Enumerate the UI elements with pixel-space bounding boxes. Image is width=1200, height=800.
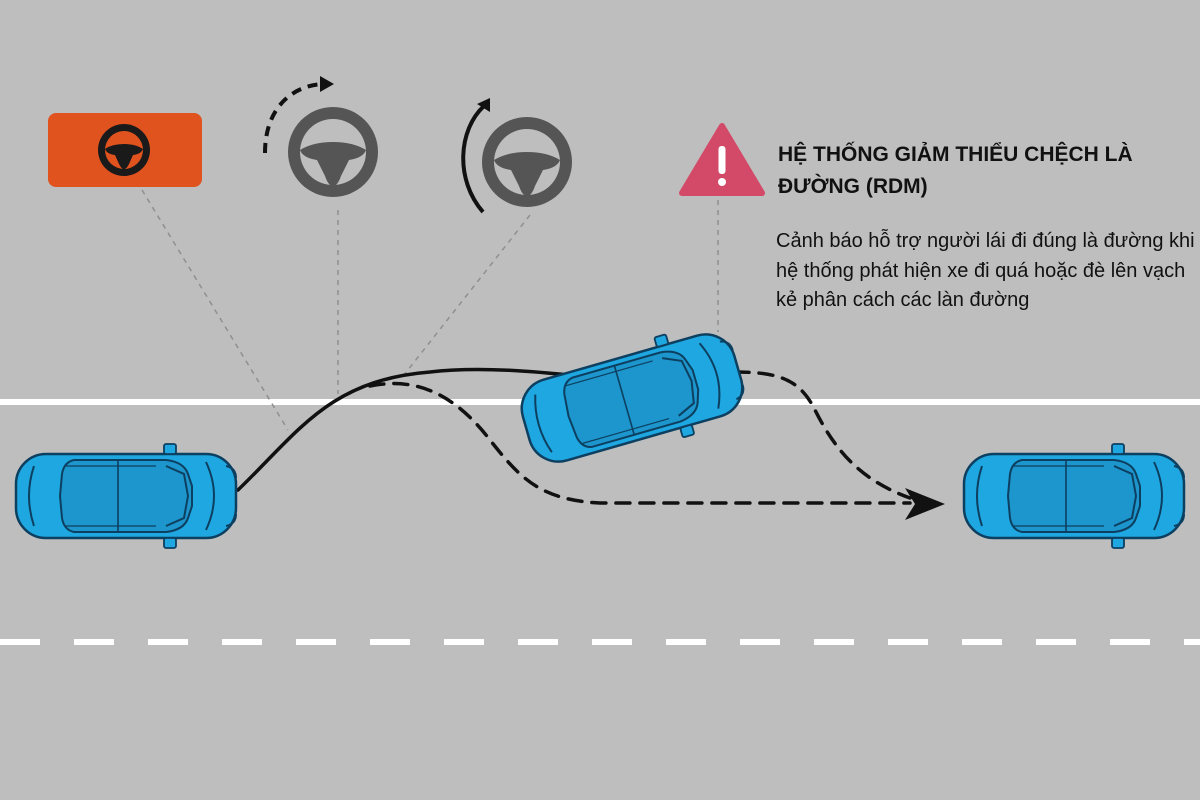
steering-wheel-correction-right-icon — [263, 76, 378, 197]
vehicle-paths — [236, 367, 912, 505]
car-icon-drifting — [510, 316, 754, 480]
steering-wheel-correction-left-icon — [461, 98, 572, 214]
steering-wheel-warning-icon — [48, 113, 202, 187]
warning-triangle-icon — [679, 123, 765, 196]
leader-lines — [141, 189, 719, 431]
return-path — [733, 370, 912, 500]
car-icon-end — [962, 442, 1186, 550]
arrow-head-icon — [905, 488, 945, 520]
corrected-path — [368, 381, 912, 505]
drift-path — [236, 367, 582, 492]
rdm-description: Cảnh báo hỗ trợ người lái đi đúng là đườ… — [776, 230, 1195, 311]
rdm-title: HỆ THỐNG GIẢM THIỂU CHỆCH LÀ ĐƯỜNG (RDM) — [778, 143, 1133, 198]
car-icon-start — [14, 442, 238, 550]
